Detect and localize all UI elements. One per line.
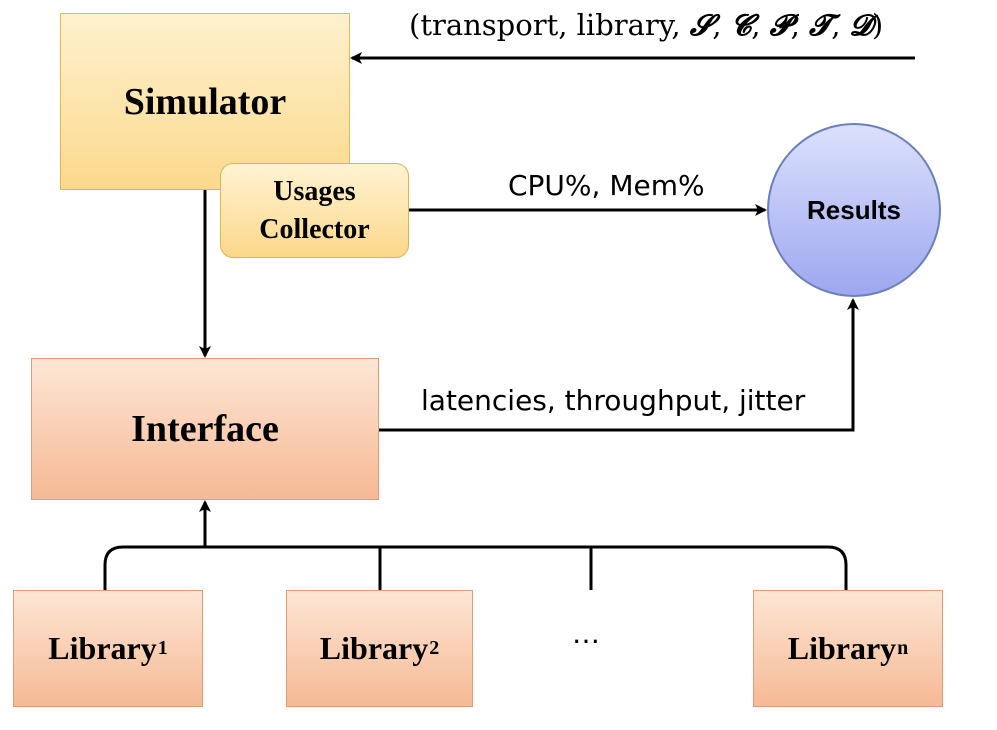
library-1-label: Library [48,630,157,666]
usages-collector-label-line1: Usages [273,175,356,207]
library-bus [103,545,848,590]
performance-metrics-label: latencies, throughput, jitter [421,384,806,417]
simulator-label: Simulator [123,80,287,123]
library-2-label: Library [319,630,429,666]
input-prefix: (transport, library, [409,8,690,42]
input-parameters-label: (transport, library, 𝓢, 𝓒, 𝓟, 𝓣, 𝓓) [409,8,884,42]
symbol-d: 𝓓 [849,8,872,42]
symbol-p: 𝓟 [769,8,791,42]
interface-box: Interface [31,358,379,500]
library-1-subscript: 1 [157,637,168,659]
library-n-label: Library [787,630,897,666]
input-suffix: ) [871,8,884,42]
results-label: Results [807,194,901,225]
usages-collector-box: Usages Collector [220,163,409,258]
simulator-box: Simulator [60,13,350,190]
library-ellipsis: … [572,617,600,650]
interface-to-results-arrow [379,298,859,432]
symbol-t: 𝓣 [809,8,832,42]
library-n-subscript: n [897,637,909,659]
symbol-s: 𝓢 [689,8,713,42]
interface-label: Interface [131,408,279,450]
results-node: Results [767,123,941,297]
library-2-subscript: 2 [429,637,440,659]
usages-collector-label-line2: Collector [259,213,370,245]
symbol-c: 𝓒 [730,8,752,42]
usage-metrics-label: CPU%, Mem% [508,169,705,202]
